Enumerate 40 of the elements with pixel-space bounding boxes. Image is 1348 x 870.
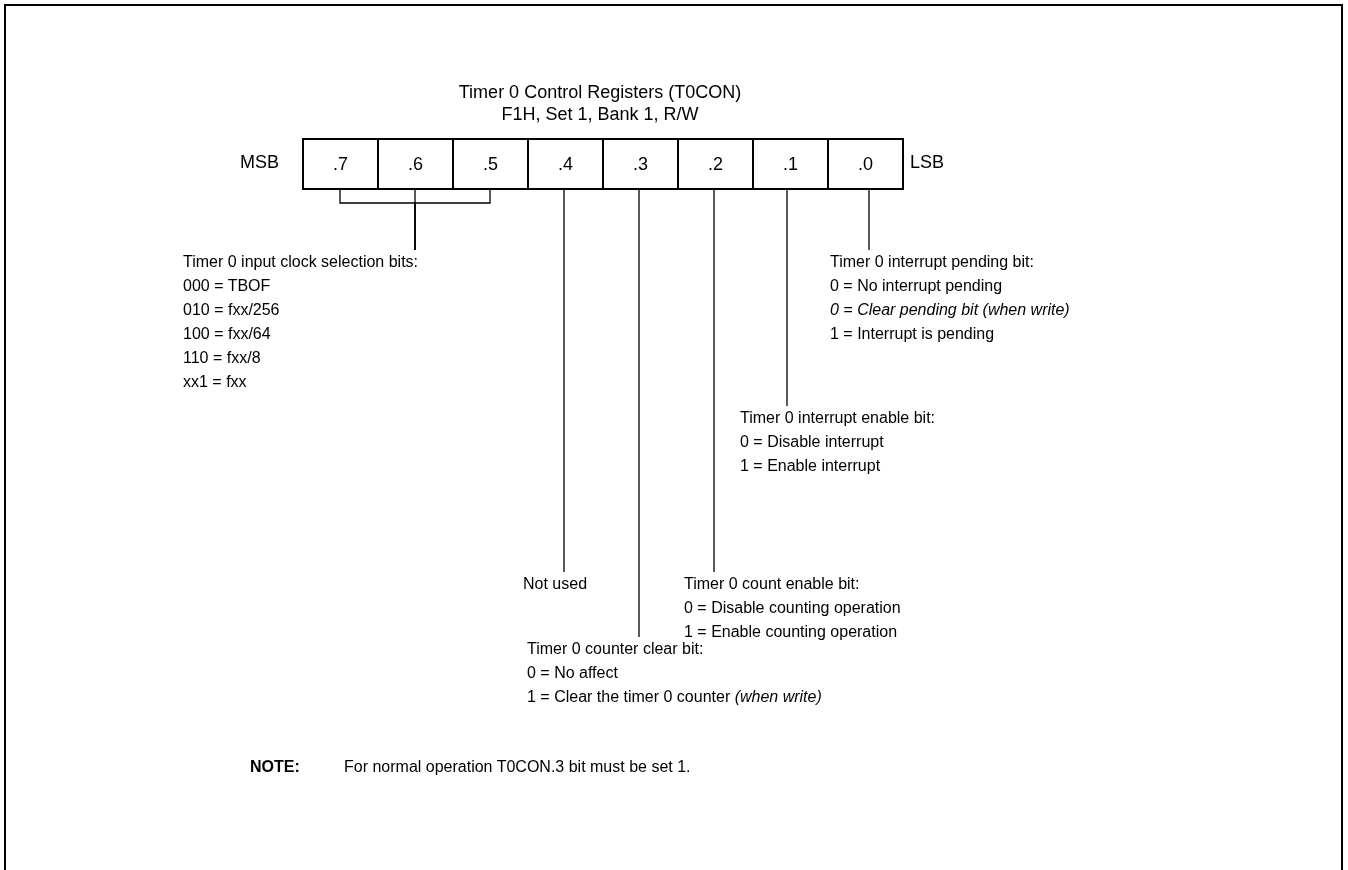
bracket-leader-line [414, 188, 491, 251]
leader-line [786, 188, 788, 407]
register-bit-cell: .3 [602, 138, 679, 190]
lsb-label: LSB [910, 152, 945, 173]
register-bit-cell: .5 [452, 138, 529, 190]
bit-description-heading: Timer 0 interrupt enable bit: [740, 408, 936, 428]
note-heading: NOTE: [250, 758, 300, 776]
leader-line [563, 188, 565, 573]
leader-line [638, 188, 640, 638]
bit-description: 010 = fxx/256 [183, 300, 281, 320]
bit-description: 0 = No interrupt pending [830, 276, 1004, 296]
bit-description: 1 = Enable counting operation [684, 622, 899, 642]
note-text: For normal operation T0CON.3 bit must be set 1. [344, 758, 691, 776]
register-bit-cell: .2 [677, 138, 754, 190]
bit-description: 0 = Disable counting operation [684, 598, 901, 618]
register-bit-cell: .6 [377, 138, 454, 190]
leader-line [868, 188, 870, 251]
bit-description: xx1 = fxx [183, 372, 248, 392]
leader-line [713, 188, 715, 573]
bit-description-heading: Timer 0 counter clear bit: [527, 639, 705, 659]
bit-description-heading: Timer 0 input clock selection bits: [183, 252, 419, 272]
bit-description: 0 = Clear pending bit (when write) [830, 300, 1070, 320]
bit-description: 1 = Interrupt is pending [830, 324, 996, 344]
bit-description: 0 = No affect [527, 663, 619, 683]
register-bit-cell: .0 [827, 138, 904, 190]
bit-description: Not used [523, 574, 588, 594]
title: Timer 0 Control Registers (T0CON) [457, 82, 743, 103]
bit-description-heading: Timer 0 count enable bit: [684, 574, 861, 594]
subtitle: F1H, Set 1, Bank 1, R/W [500, 104, 700, 125]
register-bit-cell: .1 [752, 138, 829, 190]
bit-description: 1 = Enable interrupt [740, 456, 882, 476]
bit-description: 1 = Clear the timer 0 counter (when write) [527, 687, 822, 707]
bit-description: 000 = TBOF [183, 276, 272, 296]
register-bit-cell: .7 [302, 138, 379, 190]
msb-label: MSB [240, 152, 279, 173]
bit-description: 0 = Disable interrupt [740, 432, 885, 452]
bit-description-heading: Timer 0 interrupt pending bit: [830, 252, 1035, 272]
bit-description: 100 = fxx/64 [183, 324, 272, 344]
register-bit-cell: .4 [527, 138, 604, 190]
bit-description: 110 = fxx/8 [183, 348, 262, 368]
